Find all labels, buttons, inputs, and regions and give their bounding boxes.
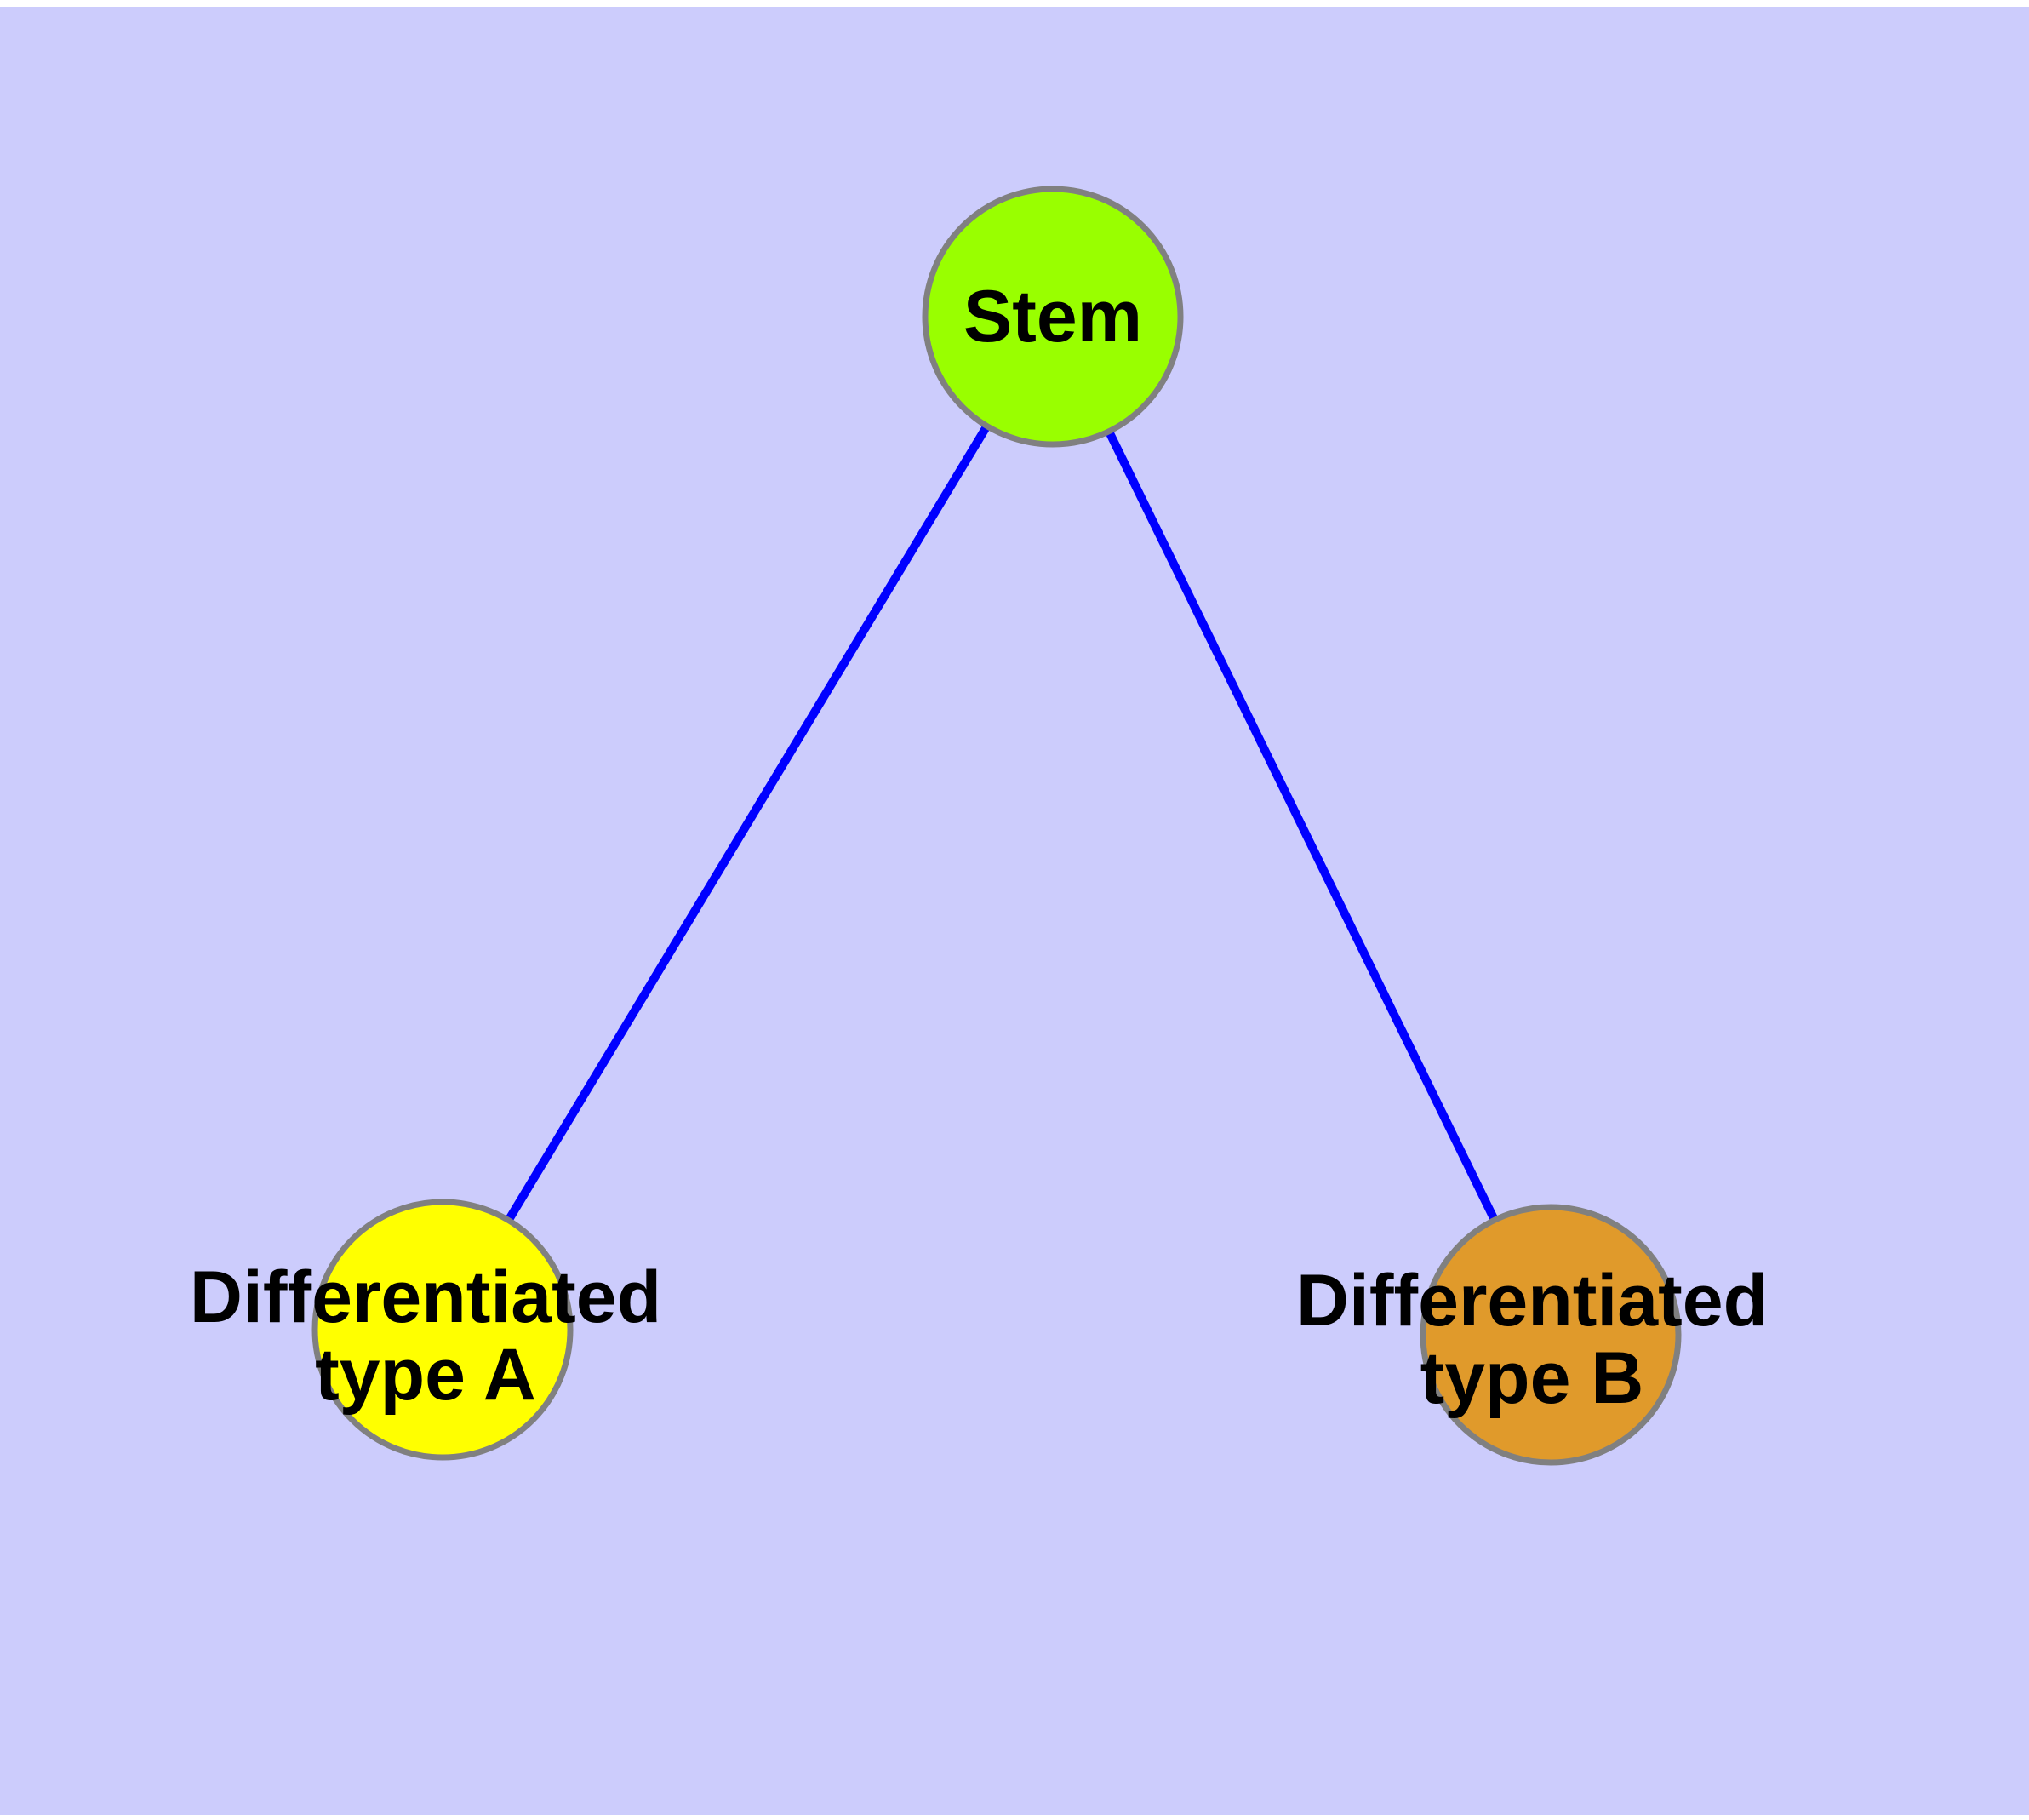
graph-svg [311, 186, 1682, 1466]
graph-edge [438, 314, 1057, 1332]
graph-node-diff_b[interactable] [1420, 1204, 1682, 1466]
diagram-background: Stem Differentiated type A Differentiate… [0, 7, 2029, 1815]
graph-edge [1049, 314, 1555, 1337]
nodes-group [311, 186, 1682, 1466]
edges-group [438, 314, 1555, 1337]
graph-node-diff_a[interactable] [311, 1199, 574, 1461]
graph-node-stem[interactable] [922, 186, 1184, 448]
